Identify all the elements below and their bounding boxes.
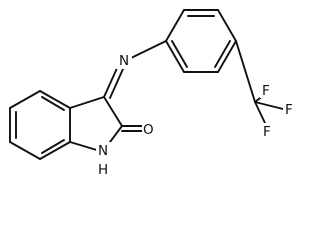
atom-fluorine-right: F (285, 102, 293, 118)
bond-c3-c2 (103, 96, 123, 127)
bond-phenyl-6 (165, 40, 185, 73)
bond-phenyl-4 (217, 40, 237, 73)
bond-benzo-double-1 (41, 96, 65, 111)
bond-benzo-4 (9, 141, 41, 160)
bond-cf3-f-bottom (254, 101, 266, 124)
bonds (9, 9, 284, 160)
bond-c3-imine-2 (109, 68, 124, 99)
bond-phenyl-3 (217, 9, 237, 42)
bond-phenyl-1 (165, 9, 185, 42)
bond-cf3-f-right (254, 101, 284, 110)
bond-imine-phenyl (130, 40, 167, 59)
bond-phenyl-double-3 (171, 40, 188, 68)
bond-benzo-3 (39, 141, 71, 160)
atom-labels: N O N H F F F (96, 52, 296, 178)
atom-fluorine-top: F (262, 83, 270, 99)
bond-benzo-1 (39, 90, 71, 109)
bond-phenyl-cf3 (235, 40, 256, 103)
bond-benzo-double-2 (41, 139, 65, 154)
chemical-structure-diagram: N O N H F F F (9, 9, 296, 178)
bond-c3a-c3 (69, 96, 105, 109)
atom-fluorine-bottom: F (263, 124, 271, 140)
bond-c3-imine-1 (103, 65, 119, 98)
atom-nitrogen-imine: N (119, 53, 129, 69)
bond-n1-c7a (69, 141, 101, 152)
atom-hydrogen-amine: H (98, 162, 108, 178)
atom-nitrogen-amine: N (98, 143, 108, 159)
bond-benzo-6 (9, 90, 41, 109)
atom-oxygen: O (143, 122, 154, 138)
bond-phenyl-double-2 (214, 40, 231, 68)
